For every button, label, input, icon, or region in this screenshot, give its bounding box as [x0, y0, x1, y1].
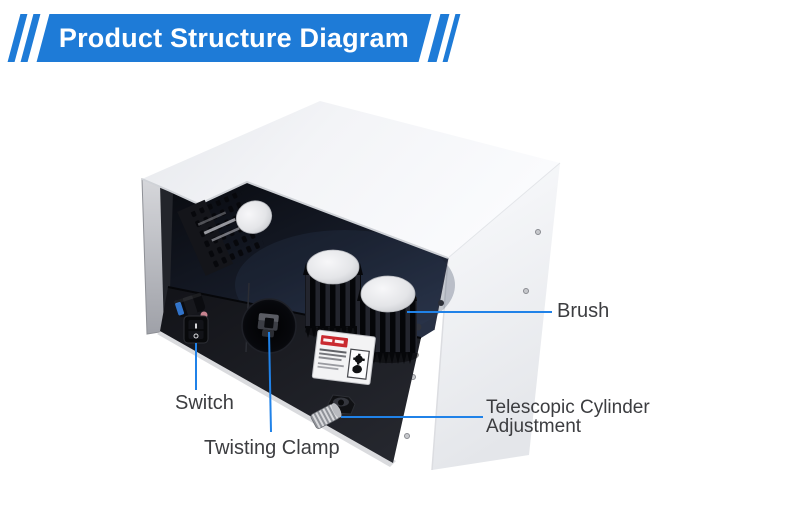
- callout-line-twisting-clamp: [268, 331, 272, 433]
- warning-sticker: [311, 329, 376, 385]
- label-switch: Switch: [175, 392, 234, 414]
- adjustment-knob: [310, 394, 356, 429]
- twisting-clamp-hole: [241, 298, 297, 354]
- brush-center-icon: [303, 249, 363, 338]
- air-fitting: [174, 292, 206, 318]
- label-telescopic-adjustment: Telescopic Cylinder Adjustment: [486, 397, 650, 437]
- label-twisting-clamp: Twisting Clamp: [204, 437, 340, 459]
- brush-left-icon: [177, 190, 273, 276]
- power-switch: [183, 315, 209, 344]
- label-brush: Brush: [557, 300, 610, 322]
